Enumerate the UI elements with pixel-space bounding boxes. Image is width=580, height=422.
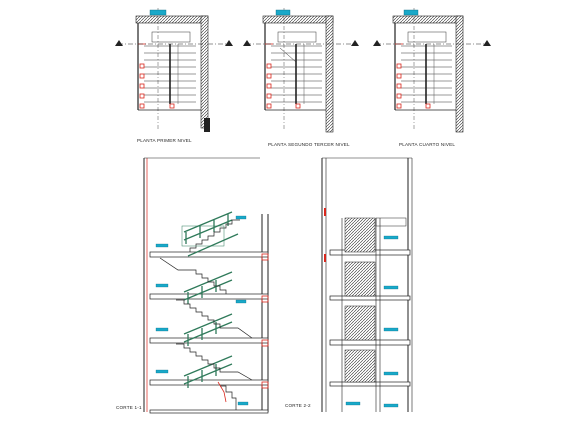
plan-view-second-third-level: PLANTA SEGUNDO TERCER NIVEL — [243, 8, 359, 147]
section-2-level-tags — [345, 235, 399, 408]
plan-3-label: PLANTA CUARTO NIVEL — [399, 142, 455, 147]
plan-2-label: PLANTA SEGUNDO TERCER NIVEL — [268, 142, 350, 147]
section-2-floor-slabs — [329, 249, 411, 387]
plan-1-label: PLANTA PRIMER NIVEL — [137, 138, 192, 143]
section-2-stair-blocks — [344, 217, 376, 383]
section-view-1-1: CORTE 1-1 — [116, 157, 269, 414]
plan-1-red-markers — [138, 43, 175, 109]
plan-view-first-level: PLANTA PRIMER NIVEL — [115, 8, 233, 143]
section-1-floor-slabs — [149, 251, 269, 414]
section-1-red-markers — [217, 253, 269, 403]
section-1-stair-flights — [183, 211, 239, 388]
section-1-stair-treads — [159, 219, 253, 410]
plan-2-red-markers — [265, 43, 301, 109]
plan-3-red-markers — [395, 43, 431, 109]
section-2-label: CORTE 2-2 — [285, 403, 311, 408]
section-view-2-2: CORTE 2-2 — [285, 157, 413, 412]
plan-view-fourth-level: PLANTA CUARTO NIVEL — [373, 8, 491, 147]
section-1-level-tags — [155, 215, 249, 406]
section-1-label: CORTE 1-1 — [116, 405, 142, 410]
section-2-red-markers — [324, 208, 326, 262]
